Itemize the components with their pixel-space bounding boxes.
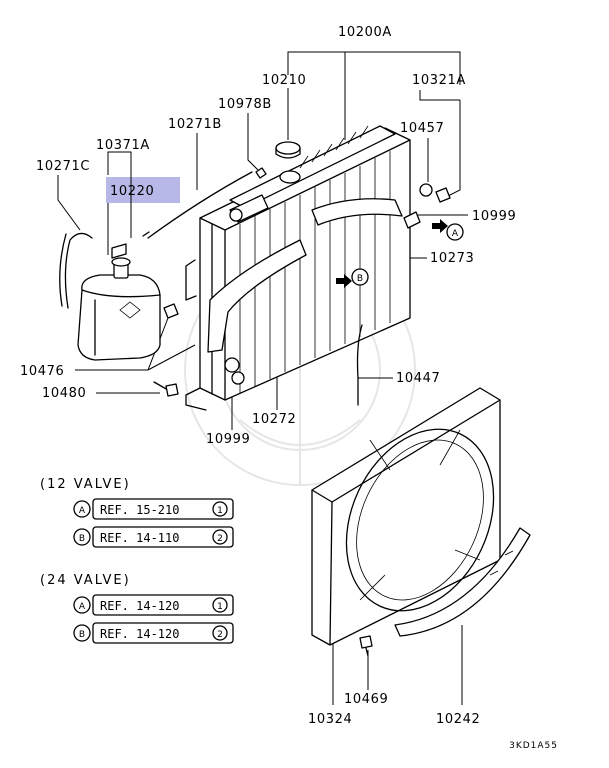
legend-row-24-b-ref: REF. 14-120 <box>100 627 179 641</box>
callout-a-label: A <box>452 229 459 239</box>
legend-row-12-a-ref: REF. 15-210 <box>100 503 179 517</box>
reservoir-tank <box>77 243 161 361</box>
legend-row-24-b[interactable]: B REF. 14-120 2 <box>73 622 234 644</box>
hose-clamp-upper <box>403 211 421 229</box>
legend-row-12-b-marker: B <box>79 534 85 544</box>
diagram-code: 3KD1A55 <box>509 741 558 751</box>
label-10321A[interactable]: 10321A <box>412 73 466 88</box>
radiator-assembly <box>185 125 411 411</box>
legend-row-24-a-ref: REF. 14-120 <box>100 599 179 613</box>
mounting-bolt-10476 <box>163 303 179 319</box>
legend-row-12-b[interactable]: B REF. 14-110 2 <box>73 526 234 548</box>
label-10476[interactable]: 10476 <box>20 364 64 379</box>
callout-b-label: B <box>357 274 363 284</box>
label-10273[interactable]: 10273 <box>430 251 474 266</box>
label-10371A[interactable]: 10371A <box>96 138 150 153</box>
upper-hose <box>311 198 403 226</box>
label-10271C[interactable]: 10271C <box>36 159 90 174</box>
label-10978B[interactable]: 10978B <box>218 97 272 112</box>
callout-arrow-a: A <box>432 219 464 241</box>
legend-24-valve: (24 VALVE) A REF. 14-120 1 B REF. 14-120… <box>40 573 234 644</box>
shroud-bolt <box>359 635 373 657</box>
highlight-box <box>106 177 180 203</box>
legend-12-valve: (12 VALVE) A REF. 15-210 1 B REF. 14-110… <box>40 477 234 548</box>
drain-tube <box>356 324 363 406</box>
label-10210[interactable]: 10210 <box>262 73 306 88</box>
overflow-hose <box>147 171 253 239</box>
legend-24-valve-title: (24 VALVE) <box>40 573 131 588</box>
label-10999-lower[interactable]: 10999 <box>206 432 250 447</box>
label-10272[interactable]: 10272 <box>252 412 296 427</box>
label-10324[interactable]: 10324 <box>308 712 352 727</box>
legend-12-valve-title: (12 VALVE) <box>40 477 131 492</box>
legend-row-12-a-page: 1 <box>217 506 223 516</box>
label-10242[interactable]: 10242 <box>436 712 480 727</box>
label-10220[interactable]: 10220 <box>110 184 154 199</box>
label-10447[interactable]: 10447 <box>396 371 440 386</box>
legend-row-24-b-marker: B <box>79 630 85 640</box>
label-10999-upper[interactable]: 10999 <box>472 209 516 224</box>
clip-part <box>255 167 267 179</box>
legend-row-24-b-page: 2 <box>217 630 223 640</box>
label-10200A[interactable]: 10200A <box>338 25 392 40</box>
fan-shroud <box>311 387 501 646</box>
legend-row-12-a-marker: A <box>79 506 86 516</box>
legend-row-12-a[interactable]: A REF. 15-210 1 <box>73 498 234 520</box>
lower-shroud <box>394 527 531 637</box>
lower-hose <box>207 239 307 353</box>
legend-row-24-a-page: 1 <box>217 602 223 612</box>
hose-clamp-lower <box>224 357 245 385</box>
label-10469[interactable]: 10469 <box>344 692 388 707</box>
drain-plug <box>419 183 451 203</box>
callout-arrow-b: B <box>336 268 369 288</box>
legend-row-24-a[interactable]: A REF. 14-120 1 <box>73 594 234 616</box>
reservoir-hose <box>64 232 93 309</box>
label-10480[interactable]: 10480 <box>42 386 86 401</box>
radiator-cap <box>275 141 301 159</box>
mounting-bolt-10480 <box>153 381 179 397</box>
legend-row-12-b-page: 2 <box>217 534 223 544</box>
legend-row-12-b-ref: REF. 14-110 <box>100 531 179 545</box>
label-10457[interactable]: 10457 <box>400 121 444 136</box>
label-10271B[interactable]: 10271B <box>168 117 222 132</box>
legend-row-24-a-marker: A <box>79 602 86 612</box>
part-labels: 10200A 10210 10321A 10978B 10271B 10457 … <box>20 25 516 727</box>
